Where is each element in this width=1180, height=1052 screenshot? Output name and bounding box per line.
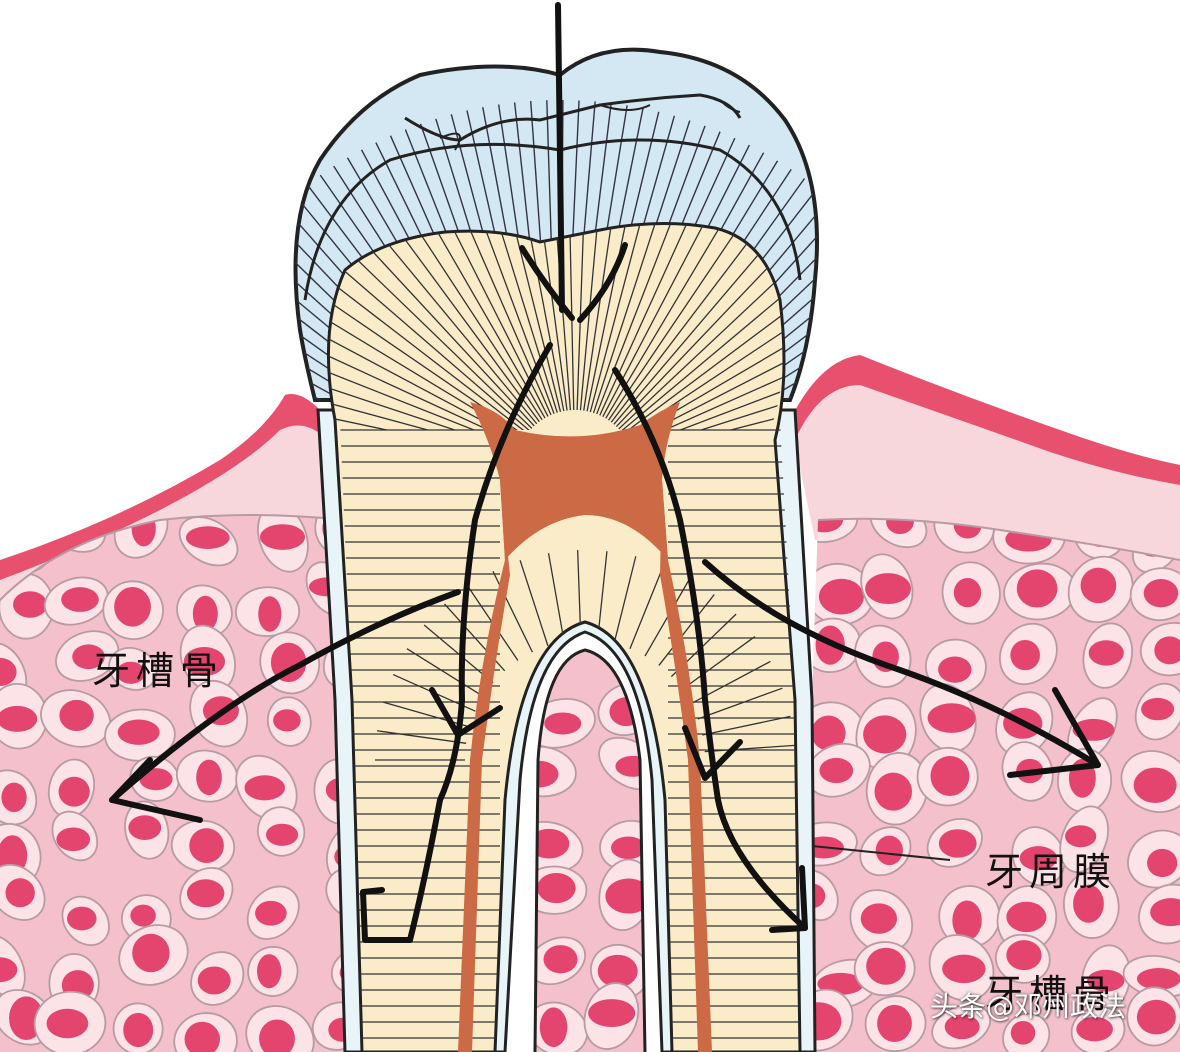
label-periodontal-ligament: 牙周膜 — [985, 850, 1118, 894]
arrow-right-bone-head — [1007, 687, 1101, 778]
arrow-top-vertical — [555, 2, 565, 313]
arrow-left-bone-head — [109, 757, 203, 823]
pulp-canal-left — [458, 480, 510, 1052]
arrow-right-bottom-head — [769, 865, 808, 933]
watermark: 头条@邓州政法 — [930, 990, 1127, 1023]
arrow-left-inner-head — [429, 687, 503, 738]
arrow-top-head-right — [577, 242, 628, 323]
arrow-left-branch — [360, 342, 553, 943]
spread-arrows — [109, 2, 1101, 943]
arrow-right-inner-head — [682, 725, 743, 781]
arrow-top-head-left — [519, 245, 575, 321]
arrow-right-branch — [612, 367, 808, 931]
ligament-leader-line — [811, 845, 951, 861]
gum-left-edge — [0, 394, 320, 580]
arrow-to-left-bone — [109, 589, 461, 803]
arrow-to-right-bone — [702, 559, 1101, 768]
pulp-chamber — [470, 402, 680, 560]
label-alveolar-bone-bottom: 牙槽骨 — [985, 972, 1118, 1016]
pulp-canal-right — [660, 480, 712, 1052]
gum-right — [790, 355, 1180, 570]
inter-root-bone-outline — [533, 648, 647, 1052]
gum-right-edge — [790, 355, 1180, 485]
label-alveolar-bone-left: 牙槽骨 — [92, 649, 225, 693]
